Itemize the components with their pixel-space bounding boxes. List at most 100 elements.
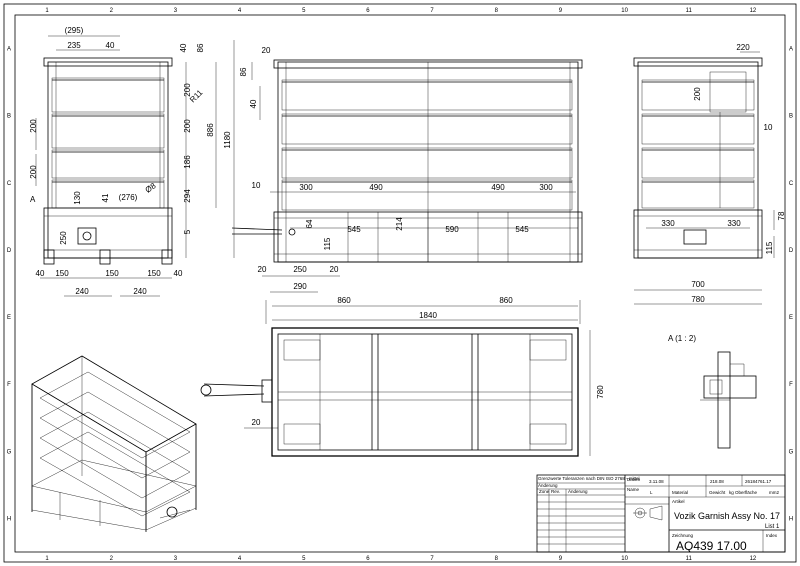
dimension-label: 200 (183, 83, 192, 97)
dimension-label: 1180 (223, 131, 232, 149)
dimension-label: 20 (258, 265, 267, 274)
zone-label-right: C (789, 181, 794, 187)
drawing-number: AQ439 17.00 (676, 539, 747, 553)
zone-label-bottom: 11 (686, 556, 693, 562)
zone-label-top: 3 (174, 8, 178, 14)
dimension-label: 240 (75, 287, 89, 296)
dimension-label: Ø8 (144, 181, 158, 195)
dimension-label: 40 (174, 269, 183, 278)
dimension-label: 150 (55, 269, 69, 278)
dimension-label: 115 (323, 237, 332, 250)
zone-label-left: B (7, 114, 11, 120)
zone-label-top: 6 (366, 8, 370, 14)
dimension-label: 545 (515, 225, 529, 234)
rev-header-rev: Rev. (551, 489, 560, 494)
date-label: Datum (627, 477, 641, 482)
date-value: 3.11.08 (649, 479, 664, 484)
sheet-border (3, 3, 797, 563)
zone-label-left: G (7, 449, 12, 455)
dimension-label: (276) (119, 193, 138, 202)
dimension-label: 150 (147, 269, 161, 278)
zone-label-left: C (7, 181, 12, 187)
article-label: Artikel (672, 499, 685, 504)
dimension-label: 40 (179, 43, 188, 52)
zone-label-left: D (7, 248, 12, 254)
drawing-label: Zeichnung (672, 533, 694, 538)
dimension-label: 490 (369, 183, 383, 192)
dimension-label: 780 (596, 385, 605, 399)
zone-label-top: 1 (45, 8, 49, 14)
zone-label-right: F (789, 382, 793, 388)
dimension-label: 40 (36, 269, 45, 278)
title-block (536, 474, 786, 553)
zone-label-top: 12 (750, 8, 757, 14)
dimension-label: 780 (691, 295, 705, 304)
dimension-label: 10 (764, 123, 773, 132)
tolerance-note: Grenzwerte Toleranzen nach DIN ISO 2768 … (538, 476, 639, 481)
dimension-label: 300 (299, 183, 313, 192)
zone-label-right: H (789, 516, 793, 522)
dimension-label: 40 (249, 99, 258, 108)
zone-label-right: E (789, 315, 793, 321)
dimension-label: 10 (252, 181, 261, 190)
weight-unit: kg (729, 490, 734, 495)
rev-header-zone: Zone (539, 489, 550, 494)
top-view-dimensions: 780 20 (252, 385, 605, 427)
change-label: Änderung (538, 482, 558, 488)
detail-a-label: A (1 : 2) (668, 334, 696, 343)
zone-label-bottom: 3 (174, 556, 178, 562)
dimension-label: 290 (293, 282, 307, 291)
dimension-label: 860 (337, 296, 351, 305)
section-marker-a: A (30, 195, 36, 204)
isometric-view (31, 355, 197, 532)
dimension-label: 78 (777, 211, 786, 220)
detail-a-view (700, 351, 757, 449)
surface-unit: mm2 (769, 490, 779, 495)
surface-label: Oberfläche (735, 490, 758, 495)
dimension-label: 200 (183, 119, 192, 133)
zone-label-bottom: 7 (430, 556, 434, 562)
zone-label-left: A (7, 47, 11, 53)
dimension-label: 86 (239, 67, 248, 76)
dimension-label: 214 (395, 217, 404, 231)
zone-label-top: 11 (686, 8, 693, 14)
zone-label-top: 9 (559, 8, 563, 14)
name-value: L (650, 490, 653, 495)
dimension-label: 5 (183, 229, 192, 234)
dimension-label: 860 (499, 296, 513, 305)
dimension-label: 330 (727, 219, 741, 228)
dimension-label: 115 (765, 241, 774, 254)
zone-label-right: G (789, 449, 794, 455)
dimension-label: 200 (29, 165, 38, 179)
dimension-label: 590 (445, 225, 459, 234)
rev-header-change: Änderung (568, 488, 588, 494)
dimension-label: 86 (196, 43, 205, 52)
zone-label-top: 8 (495, 8, 499, 14)
zone-label-bottom: 1 (45, 556, 49, 562)
dimension-label: 300 (539, 183, 553, 192)
dimension-label: 20 (252, 418, 261, 427)
zone-label-bottom: 10 (621, 556, 628, 562)
weight-value: 218.08 (710, 479, 724, 484)
dimension-label: 294 (183, 189, 192, 203)
dimension-label: 886 (206, 123, 215, 137)
zone-label-left: E (7, 315, 11, 321)
material-label: Material (672, 490, 688, 495)
zone-label-bottom: 4 (238, 556, 242, 562)
dimension-label: 130 (73, 191, 82, 205)
zone-label-bottom: 5 (302, 556, 306, 562)
drawing-title: Vozik Garnish Assy No. 17 (674, 511, 780, 521)
dimension-label: 220 (736, 43, 750, 52)
dimension-label: 1840 (419, 311, 437, 320)
zone-label-left: H (7, 516, 11, 522)
dimension-label: (295) (65, 26, 84, 35)
dimension-label: 250 (59, 231, 68, 245)
dimension-label: 40 (106, 41, 115, 50)
zone-label-bottom: 9 (559, 556, 563, 562)
